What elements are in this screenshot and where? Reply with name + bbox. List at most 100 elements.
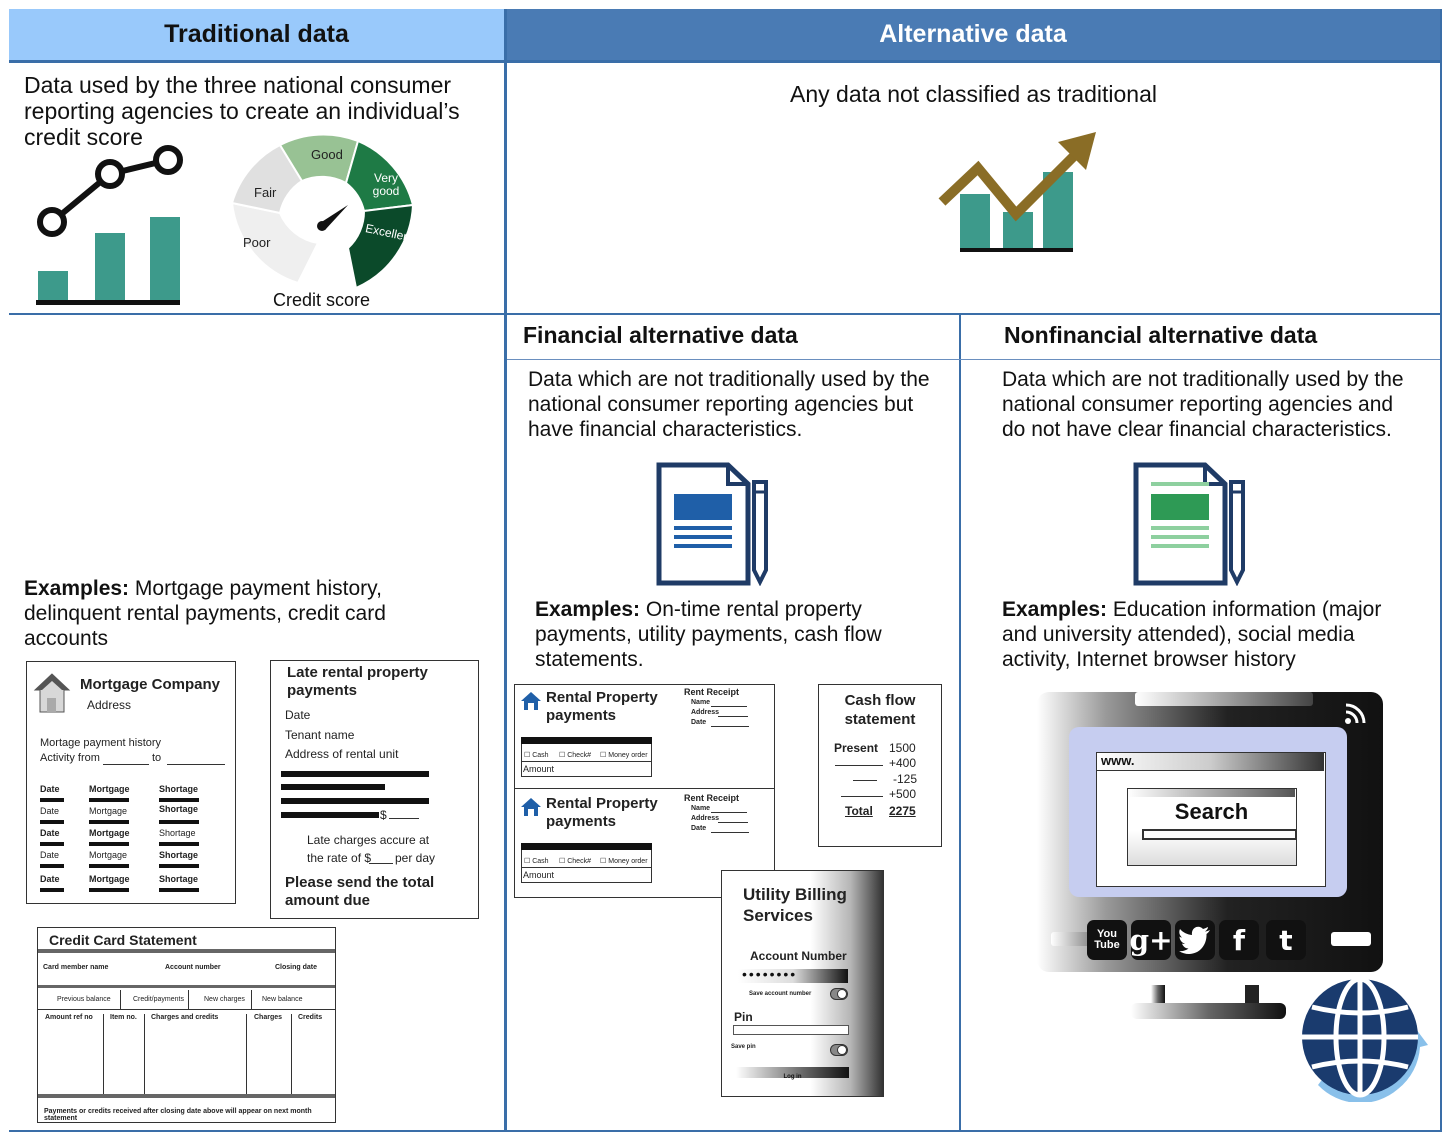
utility-login-button[interactable]: Log in: [736, 1067, 849, 1080]
monitor-top-bar: [1135, 692, 1313, 706]
rent-option-money-1: ☐ Money order: [600, 752, 648, 759]
mortgage-row-date-3: Date: [40, 828, 60, 838]
utility-save-pin-label: Save pin: [731, 1044, 756, 1050]
rent-receipt-label-1: Rent Receipt: [684, 687, 740, 697]
cc-credits: Credits: [298, 1014, 323, 1021]
cc-closing-date: Closing date: [275, 964, 318, 971]
divider-middle: [9, 313, 1441, 315]
rent-option-money-2: ☐ Money order: [600, 858, 648, 865]
cc-credit-payments: Credit/payments: [133, 996, 184, 1003]
nonfinancial-document-icon: [1133, 462, 1245, 586]
facebook-icon[interactable]: f: [1219, 920, 1259, 960]
utility-pin-input[interactable]: [733, 1025, 849, 1035]
mortgage-activity-from: Activity from: [40, 752, 100, 764]
nonfinancial-examples: Examples: Education information (major a…: [1002, 597, 1422, 672]
traditional-examples: Examples: Mortgage payment history, deli…: [24, 576, 424, 651]
divider-right-edge: [1440, 9, 1442, 1132]
cash-flow-title: Cash flow statement: [844, 692, 916, 728]
mortgage-row-shortage-5: Shortage: [159, 874, 199, 884]
cc-new-balance: New balance: [262, 996, 303, 1003]
credit-card-statement: Credit Card Statement Card member name A…: [37, 927, 336, 1123]
mortgage-col-shortage: Shortage: [159, 784, 199, 794]
mortgage-row-mortgage-3: Mortgage: [89, 828, 130, 838]
late-rental-title: Late rental property payments: [287, 664, 428, 699]
globe-icon: [1302, 977, 1428, 1102]
rent-receipt-name-2: Name: [691, 805, 711, 812]
late-rental-document: Late rental property payments Date Tenan…: [270, 660, 479, 919]
mortgage-history-label: Mortage payment history: [40, 737, 162, 749]
nonfinancial-description: Data which are not traditionally used by…: [1002, 368, 1404, 441]
cash-flow-total-value: 2275: [889, 804, 916, 818]
facebook-label: f: [1232, 923, 1246, 957]
utility-account-number-label: Account Number: [750, 949, 847, 963]
search-input[interactable]: [1142, 829, 1297, 840]
youtube-label: You Tube: [1094, 928, 1120, 951]
rent-option-check-2: ☐ Check#: [559, 858, 591, 865]
rent-receipt-address-2: Address: [691, 815, 720, 822]
late-charges-line-2: the rate of $: [307, 851, 372, 865]
google-plus-label: g+: [1129, 923, 1173, 957]
cc-card-member-name: Card member name: [43, 964, 109, 971]
mortgage-row-date-5: Date: [40, 874, 60, 884]
late-rental-dollar: $: [380, 808, 387, 822]
rent-receipt-name-1: Name: [691, 699, 711, 706]
divider-sub-headers: [507, 359, 1440, 360]
late-rental-field-address: Address of rental unit: [285, 747, 399, 761]
twitter-bird-glyph: [1179, 926, 1210, 954]
rent-receipt-title-2: Rental Property payments: [546, 795, 658, 830]
rent-receipt-label-2: Rent Receipt: [684, 793, 740, 803]
traditional-header: Traditional data: [9, 9, 504, 60]
cc-new-charges: New charges: [204, 996, 245, 1003]
cc-item-no: Item no.: [110, 1014, 137, 1021]
financial-examples-text: On-time rental property payments, utilit…: [535, 598, 882, 671]
cash-flow-adj-1: +400: [889, 756, 917, 770]
late-charges-per-day: per day: [395, 851, 436, 865]
late-rental-send: Please send the total amount due: [285, 874, 435, 909]
traditional-examples-label: Examples:: [24, 577, 130, 600]
traditional-examples-text: Mortgage payment history, delinquent ren…: [24, 577, 386, 650]
late-charges-line-1: Late charges accure at: [307, 833, 430, 847]
utility-save-pin-toggle[interactable]: [830, 1044, 848, 1056]
cc-account-number: Account number: [165, 964, 221, 971]
nonfinancial-header: Nonfinancial alternative data: [1004, 322, 1318, 348]
late-rental-field-date: Date: [285, 708, 311, 722]
activity-to-line: [167, 764, 225, 765]
nonfinancial-examples-text: Education information (major and univers…: [1002, 598, 1382, 671]
social-bar-right: [1331, 932, 1371, 946]
cc-amount-ref: Amount ref no: [45, 1014, 93, 1021]
cash-flow-adj-3: +500: [889, 787, 917, 801]
financial-header: Financial alternative data: [523, 322, 798, 348]
credit-score-gauge: [230, 133, 415, 290]
mortgage-row-shortage-2: Shortage: [159, 804, 199, 814]
mortgage-row-date-4: Date: [40, 850, 60, 860]
browser-url-text: www.: [1101, 753, 1135, 768]
rent-amount-1: Amount: [523, 764, 555, 774]
mortgage-col-mortgage: Mortgage: [89, 784, 130, 794]
alternative-header-title: Alternative data: [879, 20, 1067, 48]
mortgage-document: Mortgage Company Address Mortage payment…: [26, 661, 236, 904]
mortgage-activity-to: to: [152, 752, 162, 764]
traditional-header-title: Traditional data: [164, 20, 349, 48]
rent-amount-2: Amount: [523, 870, 555, 880]
rent-receipt-address-1: Address: [691, 709, 720, 716]
rent-option-cash-2: ☐ Cash: [524, 858, 549, 865]
cc-charges-credits: Charges and credits: [151, 1014, 219, 1021]
twitter-icon[interactable]: [1175, 920, 1215, 960]
divider-vertical-main: [504, 9, 507, 1132]
divider-bottom: [9, 1130, 1441, 1132]
cash-flow-present-value: 1500: [889, 741, 916, 755]
browser-url-bar[interactable]: www.: [1097, 753, 1324, 771]
rent-option-cash-1: ☐ Cash: [524, 752, 549, 759]
mortgage-company-name: Mortgage Company: [80, 676, 221, 693]
utility-account-input[interactable]: ••••••••: [738, 966, 848, 983]
financial-examples: Examples: On-time rental property paymen…: [535, 597, 935, 672]
cc-footer: Payments or credits received after closi…: [44, 1108, 312, 1122]
nonfinancial-examples-label: Examples:: [1002, 598, 1108, 621]
youtube-icon[interactable]: You Tube: [1087, 920, 1127, 960]
google-plus-icon[interactable]: g+: [1129, 920, 1173, 960]
house-icon-blue: [521, 692, 541, 710]
mortgage-row-mortgage-4: Mortgage: [89, 850, 128, 860]
trend-bar-chart-icon: [36, 145, 183, 305]
utility-save-account-toggle[interactable]: [830, 988, 848, 1000]
tumblr-icon[interactable]: t: [1266, 920, 1306, 960]
